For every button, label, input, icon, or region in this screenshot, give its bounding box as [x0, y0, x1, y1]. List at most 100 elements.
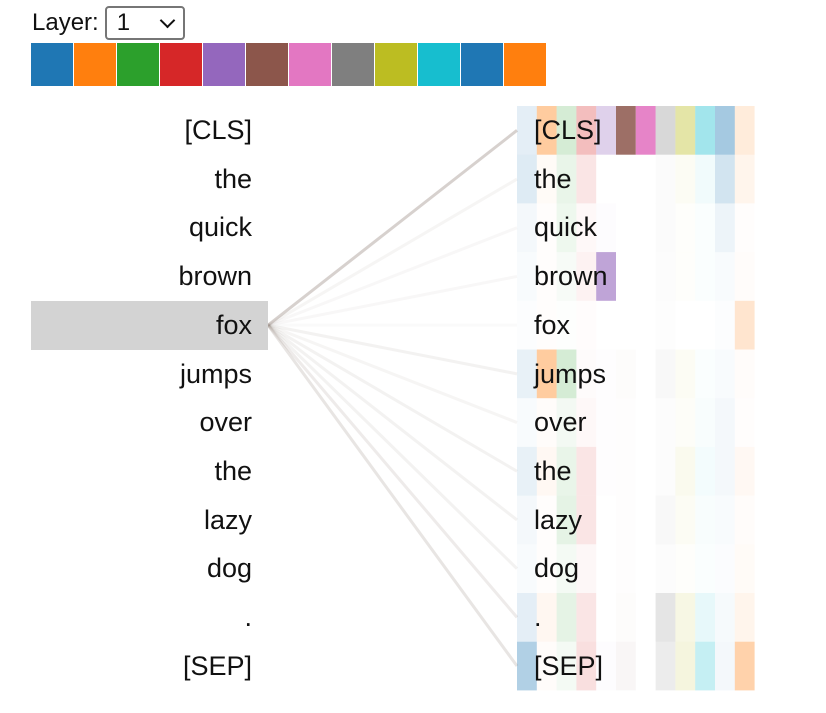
attention-cell: [576, 154, 597, 204]
head-swatch-4[interactable]: [160, 43, 202, 86]
right-token[interactable]: the: [534, 163, 572, 194]
attention-cell: [675, 544, 695, 593]
attention-cell: [596, 203, 616, 252]
right-token[interactable]: brown: [534, 261, 608, 292]
attention-cell: [734, 593, 755, 642]
head-swatch-12[interactable]: [504, 43, 546, 86]
attention-cell: [735, 252, 755, 301]
attention-cell: [616, 106, 636, 155]
left-token[interactable]: [SEP]: [182, 650, 252, 681]
attention-cell: [695, 446, 715, 496]
attention-cell: [596, 106, 616, 155]
attention-cell: [636, 155, 656, 204]
attention-cell: [616, 544, 636, 593]
attention-cell: [576, 106, 597, 155]
right-token[interactable]: lazy: [534, 504, 583, 535]
attention-cell: [517, 203, 537, 253]
attention-cell: [735, 203, 755, 252]
left-token[interactable]: over: [199, 407, 252, 438]
attention-cell: [556, 495, 577, 545]
right-token[interactable]: fox: [534, 309, 571, 340]
right-token[interactable]: over: [534, 407, 587, 438]
right-token[interactable]: [CLS]: [534, 115, 602, 145]
attention-cell: [596, 496, 616, 545]
attention-cell: [517, 446, 537, 496]
attention-cell: [655, 593, 676, 642]
attention-cell: [596, 398, 616, 447]
attention-cell: [695, 106, 715, 155]
attention-cell: [734, 641, 755, 691]
left-token[interactable]: brown: [178, 261, 252, 292]
attention-cell: [675, 301, 695, 350]
attention-cell: [576, 593, 597, 642]
attention-cell: [655, 349, 676, 399]
attention-cell: [616, 350, 636, 399]
attention-cell: [735, 496, 755, 545]
attention-cell: [556, 593, 577, 642]
layer-label: Layer:: [32, 9, 99, 36]
attention-cell: [556, 154, 577, 204]
head-swatch-8[interactable]: [332, 43, 374, 86]
head-selector: [31, 43, 547, 86]
attention-cell: [715, 154, 735, 204]
attention-line: [267, 323, 518, 376]
head-swatch-5[interactable]: [203, 43, 245, 86]
attention-cell: [715, 446, 735, 496]
attention-cell: [656, 398, 676, 447]
attention-cell: [517, 349, 537, 399]
left-token[interactable]: dog: [206, 553, 252, 584]
left-token[interactable]: .: [244, 602, 252, 632]
left-token[interactable]: fox: [31, 300, 268, 350]
attention-cell: [576, 446, 597, 496]
attention-cell: [616, 398, 636, 447]
attention-cell: [636, 252, 656, 301]
left-token[interactable]: jumps: [179, 358, 252, 389]
left-token[interactable]: [CLS]: [184, 115, 252, 145]
head-swatch-2[interactable]: [74, 43, 116, 86]
attention-cell: [517, 641, 537, 691]
attention-cell: [695, 398, 715, 447]
right-token[interactable]: dog: [534, 553, 580, 584]
right-token[interactable]: quick: [534, 212, 598, 243]
attention-cell: [636, 593, 656, 642]
attention-cell: [695, 154, 715, 204]
attention-cell: [517, 154, 537, 204]
head-swatch-9[interactable]: [375, 43, 417, 86]
right-token[interactable]: the: [534, 455, 572, 486]
attention-cell: [656, 301, 676, 350]
attention-cell: [576, 495, 597, 545]
head-swatch-6[interactable]: [246, 43, 288, 86]
attention-cell: [556, 252, 577, 301]
left-token[interactable]: lazy: [203, 504, 252, 535]
attention-cell: [636, 398, 656, 447]
right-token[interactable]: [SEP]: [534, 650, 604, 681]
left-token[interactable]: the: [214, 163, 252, 194]
attention-line: [266, 324, 519, 619]
head-swatch-3[interactable]: [117, 43, 159, 86]
attention-cell: [715, 398, 735, 447]
attention-cell: [656, 252, 676, 301]
head-swatch-7[interactable]: [289, 43, 331, 86]
attention-cell: [536, 593, 557, 642]
head-swatch-10[interactable]: [418, 43, 460, 86]
attention-cell: [675, 641, 696, 691]
attention-cell: [675, 349, 696, 399]
attention-cell: [576, 641, 597, 691]
attention-cell: [675, 446, 696, 496]
left-token[interactable]: quick: [188, 212, 252, 243]
attention-cell: [517, 495, 537, 545]
head-swatch-1[interactable]: [31, 43, 73, 86]
attention-cell: [616, 641, 636, 691]
attention-cell: [556, 398, 577, 447]
layer-select[interactable]: 1: [104, 6, 185, 40]
left-token[interactable]: the: [214, 455, 252, 486]
right-token[interactable]: .: [534, 602, 542, 632]
attention-cell: [616, 593, 636, 642]
attention-cell: [656, 155, 676, 204]
attention-cell: [596, 252, 616, 301]
attention-cell: [715, 496, 735, 545]
attention-cell: [596, 155, 616, 204]
attention-cell: [715, 203, 735, 253]
right-token[interactable]: jumps: [534, 358, 607, 389]
head-swatch-11[interactable]: [461, 43, 503, 86]
